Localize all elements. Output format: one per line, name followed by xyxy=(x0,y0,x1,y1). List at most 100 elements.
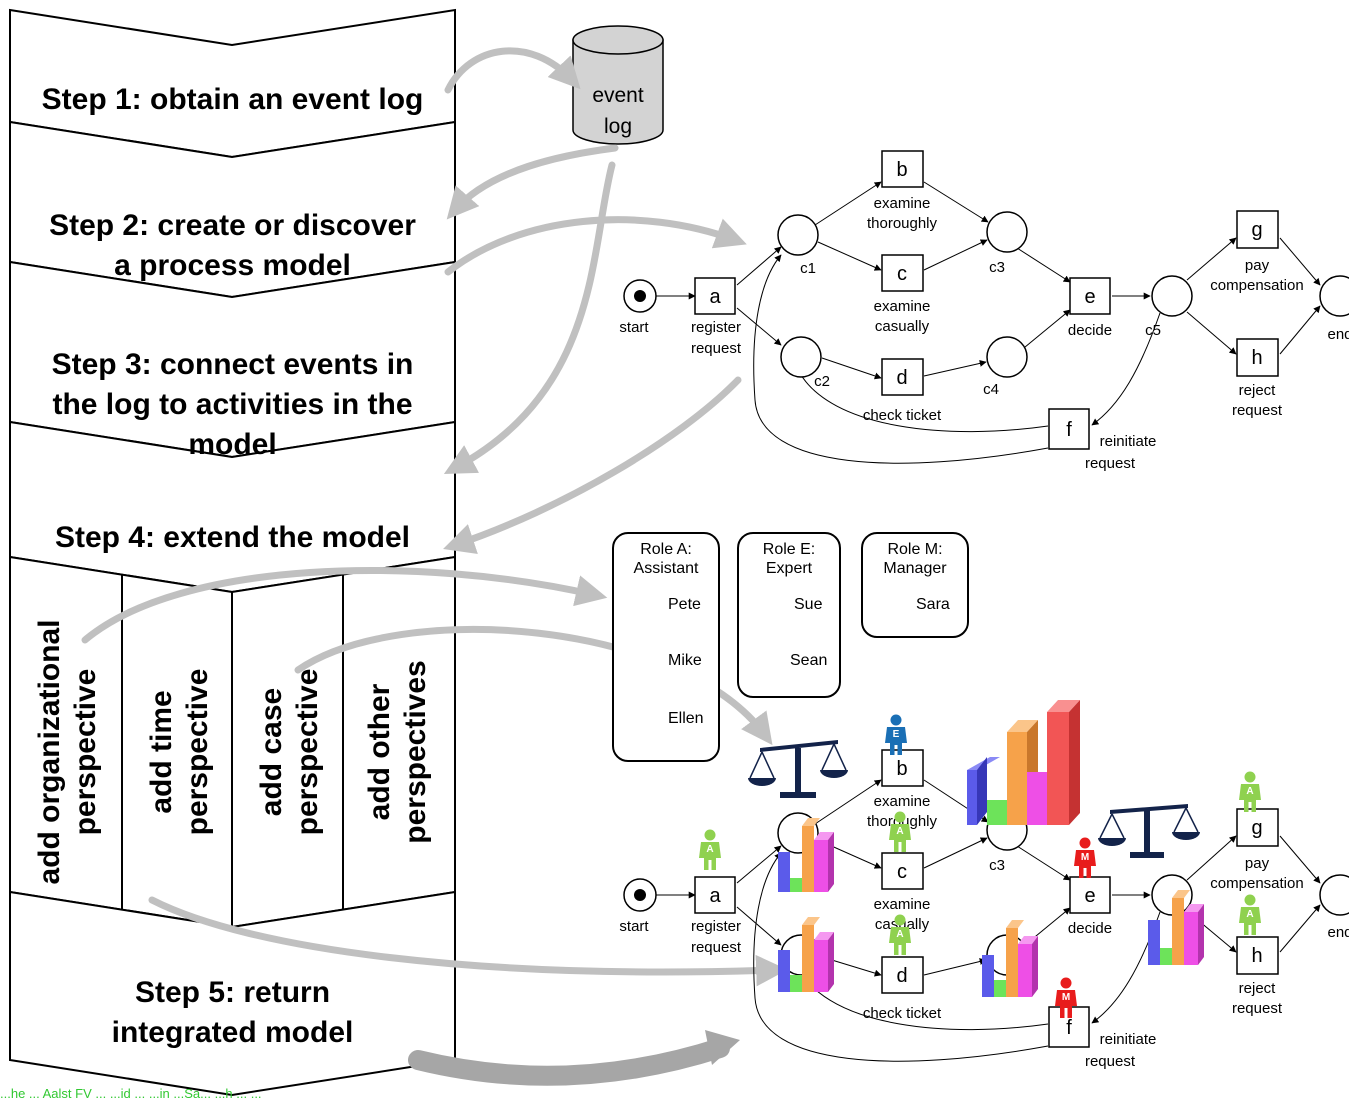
bar-chart-c5 xyxy=(1148,890,1204,965)
place-c3: c3 xyxy=(989,259,1005,276)
person-sara: Sara xyxy=(916,596,950,613)
arrow-time-to-bars xyxy=(148,896,788,987)
bar-chart-c4 xyxy=(982,920,1038,997)
role-e-title: Role E:Expert xyxy=(762,541,816,577)
t-c-line1: examine xyxy=(874,298,931,315)
step5-label-line1: Step 5: return xyxy=(134,976,331,1009)
t-c-id: c xyxy=(897,263,907,285)
arrow-step1-to-log xyxy=(444,47,581,94)
t2-d-line1: check ticket xyxy=(863,1005,942,1022)
person-sue: Sue xyxy=(794,596,823,613)
person-pete: Pete xyxy=(668,596,701,613)
t2-g-line2: compensation xyxy=(1210,875,1303,892)
scale-icon-2 xyxy=(1098,804,1200,858)
place-c4: c4 xyxy=(983,381,999,398)
t-a-id: a xyxy=(709,286,721,308)
bar-chart-large xyxy=(967,700,1080,825)
t-f-line2: request xyxy=(1085,455,1136,472)
scale-icon-1 xyxy=(748,740,848,798)
t2-f-id: f xyxy=(1066,1017,1072,1039)
t2-a-id: a xyxy=(709,885,721,907)
person-mike: Mike xyxy=(668,652,702,669)
t-d-line1: check ticket xyxy=(863,407,942,424)
t-e-line1: decide xyxy=(1068,322,1112,339)
t2-a-line1: register xyxy=(691,918,741,935)
arrow-model-to-step4 xyxy=(443,376,742,554)
t-f-line1: reinitiate xyxy=(1100,433,1157,450)
role-e-box: Role E:Expert Sue Sean xyxy=(737,532,841,698)
step2-label-line2: a process model xyxy=(114,249,351,282)
t2-a-line2: request xyxy=(691,939,742,956)
step3-label-line3: model xyxy=(188,428,277,461)
step3-label-line1: Step 3: connect events in xyxy=(51,348,414,381)
arrow-log-to-step4 xyxy=(443,161,616,474)
t2-h-line2: request xyxy=(1232,1000,1283,1017)
t2-f-line2: request xyxy=(1085,1053,1136,1070)
end-label-2: end xyxy=(1327,924,1349,941)
t-g-id: g xyxy=(1251,219,1262,241)
person-sean: Sean xyxy=(790,652,828,669)
petri-net-top: a b c d e f g h start register request e… xyxy=(619,150,1349,472)
t2-e-line1: decide xyxy=(1068,920,1112,937)
t-a-line2: request xyxy=(691,340,742,357)
t2-e-id: e xyxy=(1084,885,1095,907)
petri-net-bottom: a b c d e f g h start register request e… xyxy=(619,700,1349,1070)
role-a-title: Role A:Assistant xyxy=(633,541,699,577)
t-g-line2: compensation xyxy=(1210,277,1303,294)
place-c2: c2 xyxy=(814,373,830,390)
t-c-line2: casually xyxy=(875,318,930,335)
arrow-step2-to-model xyxy=(444,216,747,276)
t2-g-id: g xyxy=(1251,817,1262,839)
place2-c3: c3 xyxy=(989,857,1005,874)
t2-c-id: c xyxy=(897,861,907,883)
steps-column xyxy=(9,8,456,1097)
t-b-line2: thoroughly xyxy=(867,215,938,232)
step1-label: Step 1: obtain an event log xyxy=(41,83,424,116)
arrow-org-to-roles xyxy=(81,567,608,644)
t2-f-line1: reinitiate xyxy=(1100,1031,1157,1048)
role-m-box: Role M:Manager Sara xyxy=(861,532,969,638)
t2-d-id: d xyxy=(896,965,907,987)
bar-chart-c2 xyxy=(778,917,834,992)
badge-a-5: A xyxy=(1246,909,1253,920)
person-ellen: Ellen xyxy=(668,710,704,727)
step2-label-line1: Step 2: create or discover xyxy=(49,209,416,242)
badge-e: E xyxy=(893,729,900,740)
start-label: start xyxy=(619,319,649,336)
t2-h-line1: reject xyxy=(1239,980,1277,997)
t2-b-line1: examine xyxy=(874,793,931,810)
event-log-cylinder: event log xyxy=(572,25,664,145)
bar-chart-c1 xyxy=(778,818,834,892)
badge-m-1: M xyxy=(1081,852,1089,863)
t-b-id: b xyxy=(896,159,907,181)
arrow-step5-to-model xyxy=(408,1038,730,1086)
arrow-log-to-step2 xyxy=(446,144,619,220)
t-h-line1: reject xyxy=(1239,382,1277,399)
place-c1: c1 xyxy=(800,260,816,277)
t-a-line1: register xyxy=(691,319,741,336)
badge-m-2: M xyxy=(1062,992,1070,1003)
event-log-label-1: event xyxy=(592,84,644,107)
end-label: end xyxy=(1327,326,1349,343)
t-f-id: f xyxy=(1066,419,1072,441)
t2-g-line1: pay xyxy=(1245,855,1270,872)
step3-label-line2: the log to activities in the xyxy=(52,388,413,421)
role-a-box: Role A:Assistant Pete Mike Ellen xyxy=(612,532,720,762)
t-g-line1: pay xyxy=(1245,257,1270,274)
t-e-id: e xyxy=(1084,286,1095,308)
t-b-line1: examine xyxy=(874,195,931,212)
step5-label-line2: integrated model xyxy=(111,1016,354,1049)
t-h-line2: request xyxy=(1232,402,1283,419)
role-m-title: Role M:Manager xyxy=(883,541,947,577)
event-log-label-2: log xyxy=(604,115,632,138)
badge-a-1: A xyxy=(706,844,713,855)
start-label-2: start xyxy=(619,918,649,935)
t2-h-id: h xyxy=(1251,945,1262,967)
badge-a-3: A xyxy=(896,929,903,940)
t2-b-id: b xyxy=(896,758,907,780)
